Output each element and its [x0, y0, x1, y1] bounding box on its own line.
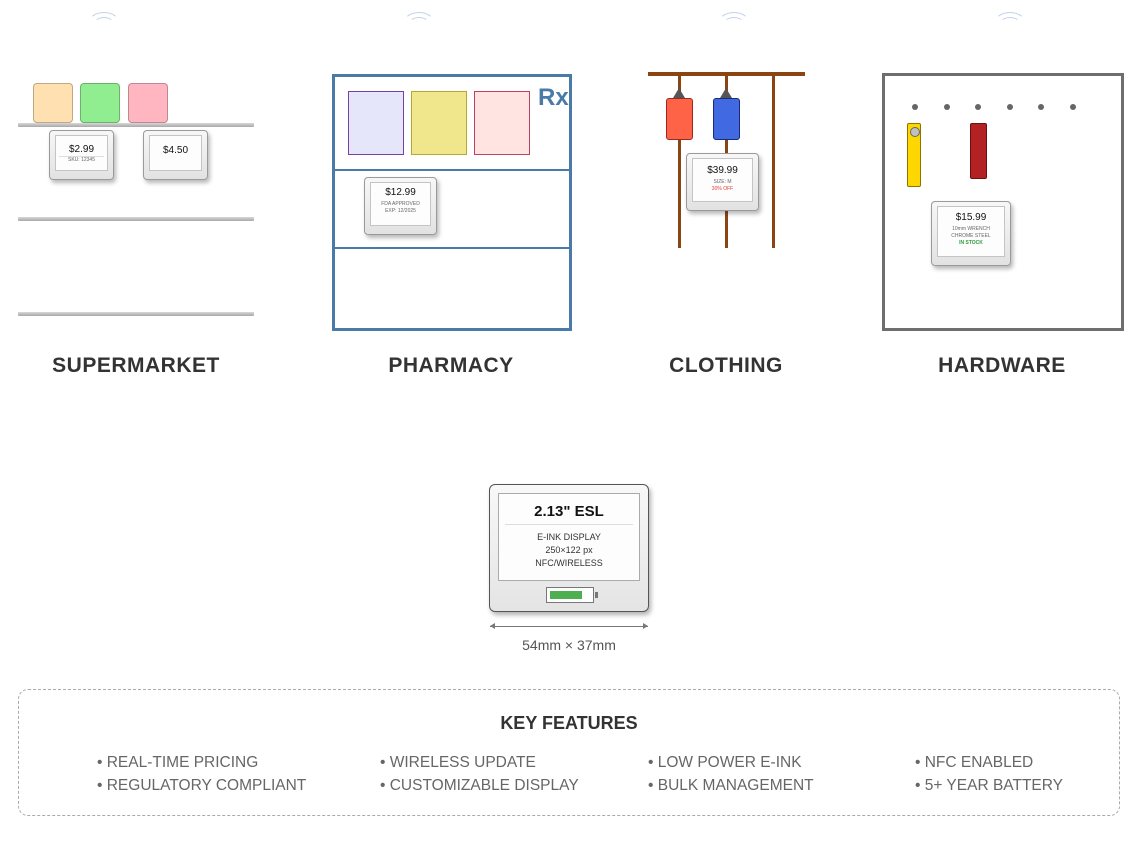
discount-text: 30% OFF — [711, 186, 734, 192]
esl-spec-line: E-INK DISPLAY — [537, 532, 601, 542]
pegboard — [882, 73, 1124, 331]
price-text: $4.50 — [162, 145, 189, 156]
hanger-line — [772, 76, 775, 248]
medicine-box — [474, 91, 530, 155]
hanger-hook-icon — [673, 88, 685, 98]
esl-spec-line: NFC/WIRELESS — [535, 558, 603, 568]
price-tag: $2.99 SKU: 12345 — [49, 130, 114, 180]
tool-yellow — [907, 123, 921, 187]
peg-hole — [912, 104, 918, 110]
hanger-line — [678, 76, 681, 248]
feature-item: • REGULATORY COMPLIANT — [97, 777, 307, 794]
shelf — [18, 123, 254, 127]
peg-hole — [1070, 104, 1076, 110]
garment-tag — [666, 98, 693, 140]
peg-hole — [1038, 104, 1044, 110]
dimension-arrow — [490, 623, 648, 629]
size-text: SIZE: M — [713, 179, 732, 185]
battery-level — [550, 591, 582, 599]
product-box — [33, 83, 73, 123]
pharmacy-cabinet — [332, 74, 572, 331]
dimension-text: 54mm × 37mm — [522, 637, 616, 653]
features-panel: KEY FEATURES • REAL-TIME PRICING • REGUL… — [18, 689, 1120, 816]
feature-item: • REAL-TIME PRICING — [97, 754, 259, 771]
peg-hole — [1007, 104, 1013, 110]
price-text: $15.99 — [955, 212, 987, 223]
price-tag: $4.50 — [143, 130, 208, 180]
tool-hole-icon — [910, 127, 920, 137]
shelf — [18, 312, 254, 316]
battery-icon — [546, 587, 598, 603]
peg-hole — [975, 104, 981, 110]
esl-device: 2.13" ESL E-INK DISPLAY 250×122 px NFC/W… — [489, 484, 649, 612]
material-text: CHROME STEEL — [951, 233, 991, 239]
esl-spec-line: 250×122 px — [545, 545, 593, 555]
price-tag: $15.99 10mm WRENCH CHROME STEEL IN STOCK — [931, 201, 1011, 266]
feature-item: • LOW POWER E-INK — [648, 754, 802, 771]
sku-text: SKU: 12345 — [59, 156, 104, 164]
expiry-text: EXP: 12/2025 — [385, 208, 416, 214]
feature-item: • NFC ENABLED — [915, 754, 1034, 771]
medicine-box — [348, 91, 404, 155]
price-tag: $39.99 SIZE: M 30% OFF — [686, 153, 759, 211]
cabinet-shelf — [332, 247, 572, 249]
shelf — [18, 217, 254, 221]
price-text: $39.99 — [707, 165, 738, 176]
wifi-icon — [401, 8, 437, 26]
product-box — [128, 83, 168, 123]
price-text: $12.99 — [385, 187, 416, 198]
medicine-box — [411, 91, 467, 155]
section-label-supermarket: SUPERMARKET — [52, 354, 220, 377]
esl-title: 2.13" ESL — [505, 503, 633, 525]
product-box — [80, 83, 120, 123]
section-label-pharmacy: PHARMACY — [388, 354, 514, 377]
features-title: KEY FEATURES — [500, 713, 638, 733]
section-label-clothing: CLOTHING — [669, 354, 783, 377]
price-tag: $12.99 FDA APPROVED EXP: 12/2025 — [364, 177, 437, 235]
product-name-text: 10mm WRENCH — [952, 226, 990, 232]
price-text: $2.99 — [68, 144, 95, 155]
section-label-hardware: HARDWARE — [938, 354, 1066, 377]
approval-text: FDA APPROVED — [381, 201, 420, 207]
cabinet-shelf — [332, 169, 572, 171]
hanger-hook-icon — [720, 88, 732, 98]
feature-item: • WIRELESS UPDATE — [380, 754, 536, 771]
rx-badge: Rx — [538, 84, 569, 111]
wifi-icon — [992, 8, 1028, 26]
feature-item: • BULK MANAGEMENT — [648, 777, 814, 794]
garment-tag — [713, 98, 740, 140]
feature-item: • 5+ YEAR BATTERY — [915, 777, 1063, 794]
wifi-icon — [716, 8, 752, 26]
stock-text: IN STOCK — [959, 240, 983, 246]
feature-item: • CUSTOMIZABLE DISPLAY — [380, 777, 579, 794]
clothing-rod — [648, 72, 805, 76]
tool-red — [970, 123, 987, 179]
wifi-icon — [86, 8, 122, 26]
peg-hole — [944, 104, 950, 110]
esl-screen: 2.13" ESL E-INK DISPLAY 250×122 px NFC/W… — [498, 493, 640, 581]
